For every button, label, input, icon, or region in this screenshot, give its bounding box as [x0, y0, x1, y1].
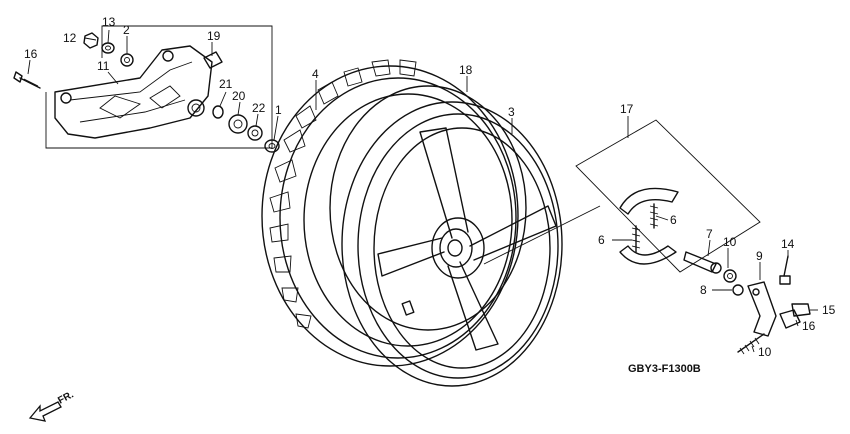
callout-6-right: 6 [670, 213, 677, 227]
callout-15: 13 [102, 15, 116, 29]
bearing-stack [212, 105, 280, 153]
brake-cam-7 [683, 251, 722, 274]
washer-15 [101, 42, 115, 54]
leader-lines [27, 29, 818, 353]
arrow-icon [28, 401, 62, 422]
callout-6-left: 6 [598, 233, 605, 247]
spring-10 [737, 333, 765, 355]
callout-18: 16 [24, 47, 38, 61]
callout-22: 20 [232, 89, 246, 103]
callout-20: 18 [459, 63, 473, 77]
callout-labels: 12 13 2 16 11 19 21 20 22 1 4 18 3 17 6 … [24, 15, 836, 359]
callout-17: 15 [822, 303, 836, 317]
callout-8: 8 [700, 283, 707, 297]
seal-11 [723, 269, 737, 283]
bearing-22 [228, 114, 248, 134]
callout-11: 10 [723, 235, 737, 249]
wheel-3 [341, 101, 563, 387]
callout-2: 2 [123, 23, 130, 37]
brake-shoe-lower [619, 245, 677, 265]
group-frame-19 [575, 119, 761, 273]
callout-12: 11 [97, 59, 110, 73]
callout-10: 10 [758, 345, 772, 359]
brake-arm-9 [747, 281, 777, 337]
collar-1 [264, 139, 280, 153]
seal-23 [212, 105, 224, 119]
callout-13: 14 [781, 237, 795, 251]
indicator-8 [732, 284, 744, 296]
callout-9: 9 [756, 249, 763, 263]
callout-21: 19 [207, 29, 221, 43]
swing-arm [54, 45, 213, 139]
brake-shoe-upper [619, 187, 679, 215]
diagram-code: GBY3-F1300B [628, 363, 701, 375]
bolt-13 [779, 255, 791, 285]
direction-label: FR. [56, 389, 76, 406]
callout-3: 3 [508, 105, 515, 119]
tube-20 [329, 85, 527, 331]
callout-24: 22 [252, 101, 266, 115]
front-direction-arrow: FR. [28, 389, 76, 422]
tire-4 [261, 59, 519, 367]
pin-16 [779, 309, 801, 329]
callout-4: 4 [312, 67, 319, 81]
brake-shoe-group [483, 119, 811, 355]
callout-1: 1 [275, 103, 282, 117]
callout-19: 17 [620, 102, 634, 116]
pin-21 [203, 51, 223, 69]
nut-14 [83, 32, 99, 49]
joint-17 [791, 303, 811, 317]
swing-arm-group [13, 25, 280, 153]
callout-7: 7 [706, 227, 713, 241]
callout-16: 16 [802, 319, 816, 333]
bolt-18 [13, 71, 41, 89]
rear-wheel-group [261, 59, 563, 387]
collar-2 [120, 53, 134, 67]
callout-23: 21 [219, 77, 233, 91]
seal-24 [247, 125, 263, 141]
callout-14: 12 [63, 31, 77, 45]
group-bracket-12 [45, 25, 273, 149]
